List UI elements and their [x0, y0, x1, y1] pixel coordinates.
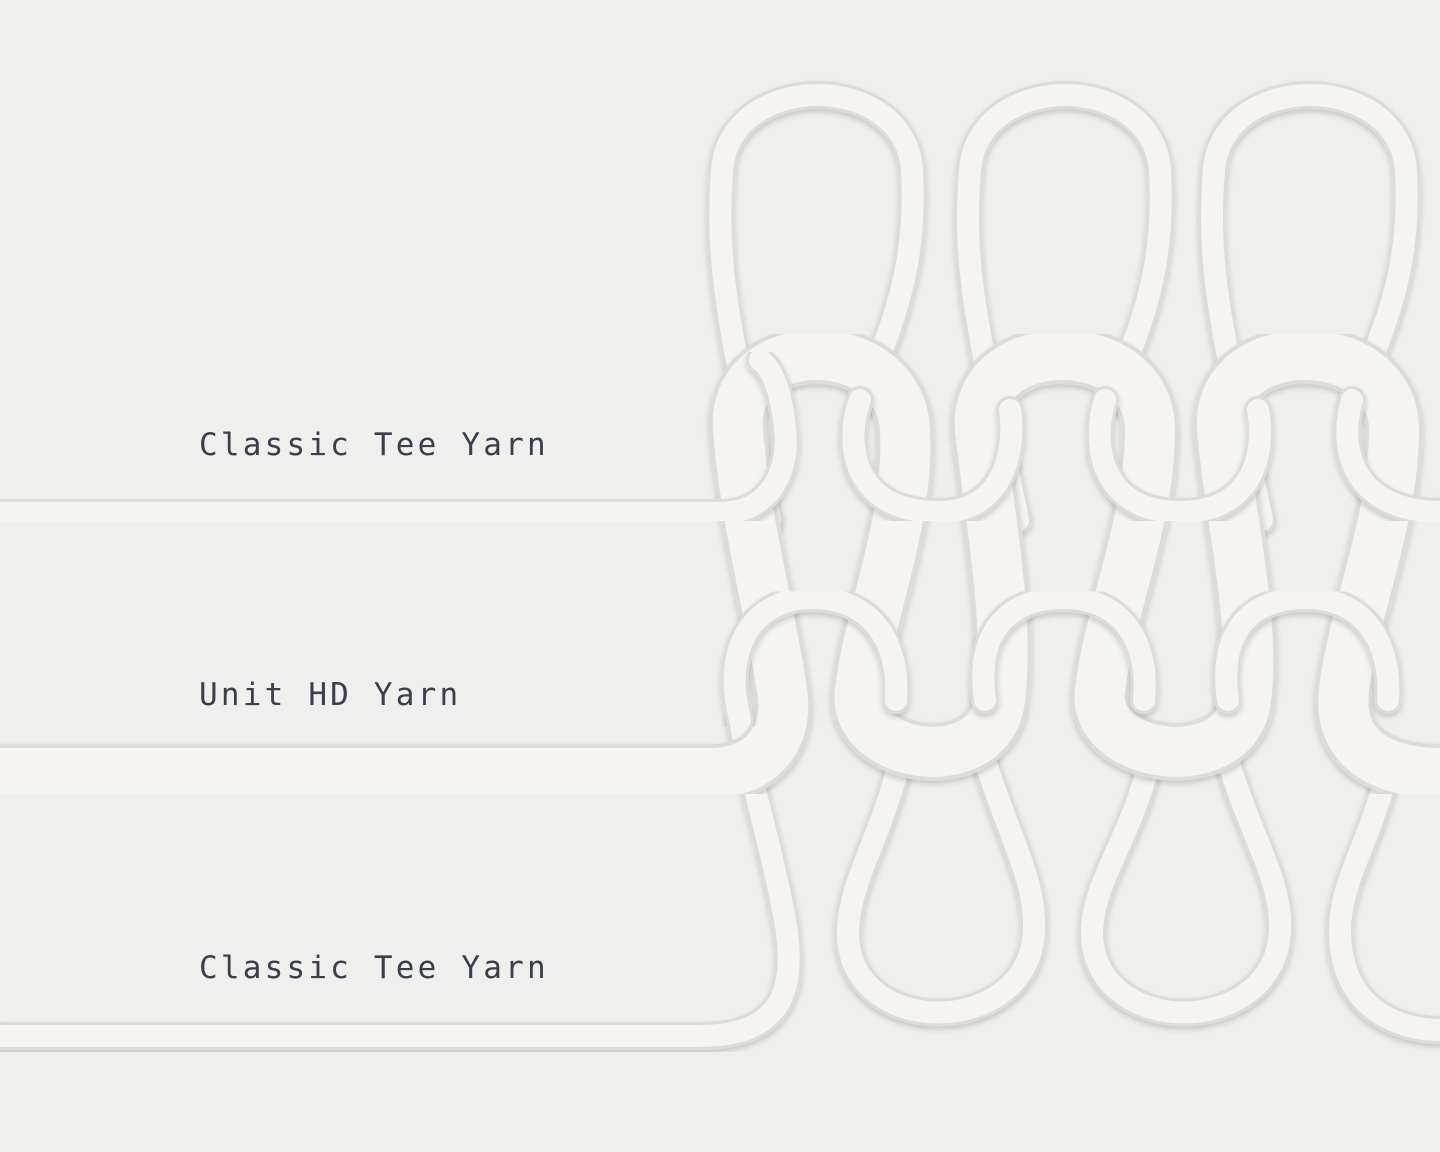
- yarn-label-top: Classic Tee Yarn: [199, 427, 549, 463]
- bottom-row-yarn: [0, 706, 1440, 1050]
- yarn-label-middle: Unit HD Yarn: [199, 677, 462, 713]
- lower-rings: [720, 583, 1403, 734]
- upper-row-yarn: [0, 346, 1440, 527]
- yarn-label-bottom: Classic Tee Yarn: [199, 950, 549, 986]
- top-row-loops: [706, 81, 1421, 534]
